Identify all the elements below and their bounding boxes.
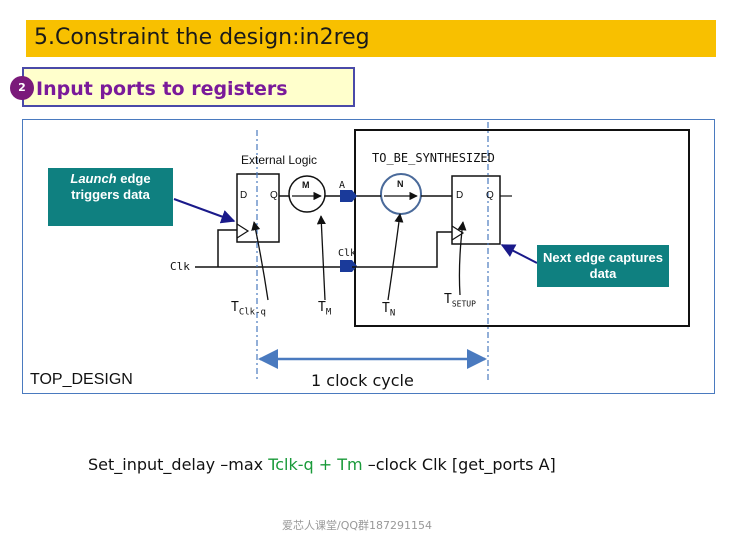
t-n-sub: N [389,308,396,319]
t-m-main: T [318,300,326,315]
arrow-next-note [500,244,538,264]
next-edge-note: Next edge captures data [537,245,669,287]
slide-title: 5.Constraint the design:in2reg [34,25,370,50]
clk-to-capture-ff [352,231,452,268]
subtitle-box: Input ports to registers [22,67,355,107]
t-setup-main: T [444,292,452,307]
slide-subtitle: Input ports to registers [36,78,288,100]
clk-to-launch-ff [217,229,237,267]
diagram-frame [22,119,715,394]
synth-block-label: TO_BE_SYNTHESIZED [372,151,495,165]
ff1-q-label: Q [270,190,278,201]
title-bar: 5.Constraint the design:in2reg [26,20,716,57]
logic-m-label: M [302,180,310,190]
command-part-2: Tclk-q + Tm [268,455,363,474]
t-n-label: TN [382,301,395,319]
command-line: Set_input_delay –max Tclk-q + Tm –clock … [88,455,556,474]
t-m-sub: M [325,307,332,318]
step-badge: 2 [10,76,34,100]
arrow-t-m [316,215,326,301]
launch-note-text: edge triggers data [71,171,151,202]
port-clk-marker [340,260,357,272]
launch-ff-clock-notch [236,223,250,239]
synth-block [354,129,690,327]
arrow-t-setup [457,221,467,296]
t-clkq-label: TClk-q [231,300,266,318]
t-setup-sub: SETUP [451,299,476,309]
ff2-q-label: Q [486,190,494,201]
capture-ff-clock-notch [451,225,465,241]
command-part-3: –clock Clk [get_ports A] [362,455,556,474]
clk-source-label: Clk [170,260,190,273]
logic-n-label: N [397,179,404,189]
t-clkq-main: T [231,300,239,315]
port-a-label: A [339,180,346,191]
clock-cycle-label: 1 clock cycle [311,371,414,390]
top-design-label: TOP_DESIGN [30,371,133,388]
launch-flipflop [236,173,280,243]
port-a-marker [340,190,357,202]
t-n-main: T [382,301,390,316]
arrow-launch-note [173,198,236,224]
logic-m-circle [288,175,326,213]
arrow-t-n [387,213,404,301]
arrow-t-clkq [251,221,269,301]
clk-port-label: Clk [338,248,357,259]
ff2-d-label: D [456,190,464,201]
launch-edge-note: Launch edge triggers data [48,168,173,226]
command-part-1: Set_input_delay –max [88,455,269,474]
t-clkq-sub: Clk-q [238,307,266,318]
t-setup-label: TSETUP [444,292,476,309]
ff1-d-label: D [240,190,248,201]
external-logic-label: External Logic [241,153,318,167]
footer-watermark: 爱芯人课堂/QQ群187291154 [282,519,433,532]
t-m-label: TM [318,300,331,318]
capture-flipflop [451,175,501,245]
launch-note-emphasis: Launch [70,171,117,186]
